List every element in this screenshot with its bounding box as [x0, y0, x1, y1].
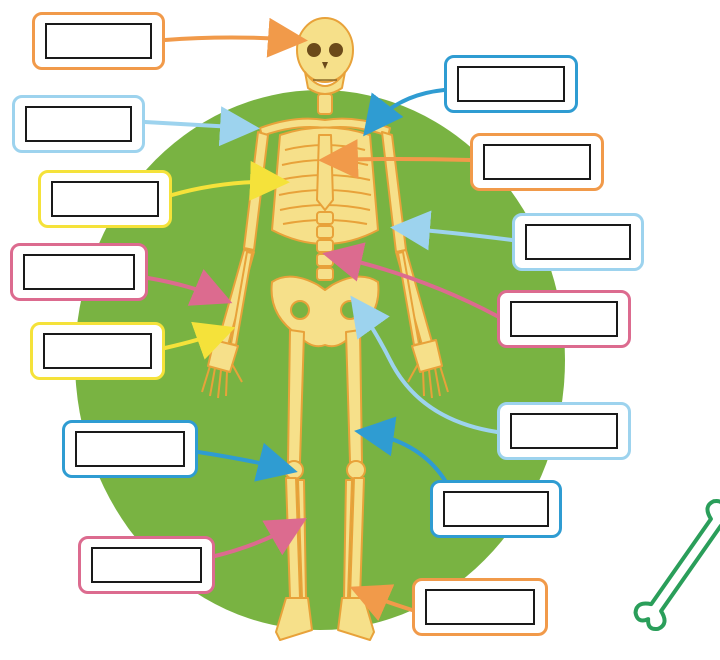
label-box-shoulder — [12, 95, 145, 153]
kneecap-bone-right — [347, 461, 365, 479]
label-input-lower-leg[interactable] — [91, 547, 202, 583]
label-input-hand[interactable] — [43, 333, 152, 369]
arrow-skull — [165, 38, 300, 41]
label-input-skull[interactable] — [45, 23, 152, 59]
label-input-spine[interactable] — [510, 301, 618, 337]
label-input-thigh[interactable] — [443, 491, 549, 527]
label-box-spine — [497, 290, 631, 348]
arrow-sternum — [326, 159, 470, 160]
label-box-skull — [32, 12, 165, 70]
label-box-collarbone — [444, 55, 578, 113]
spine-bone — [317, 212, 333, 280]
thigh-bone-right — [346, 330, 362, 462]
label-input-kneecap[interactable] — [75, 431, 185, 467]
label-input-upper-arm[interactable] — [51, 181, 159, 217]
label-box-ankle — [412, 578, 548, 636]
label-input-collarbone[interactable] — [457, 66, 565, 102]
label-box-kneecap — [62, 420, 198, 478]
label-box-thigh — [430, 480, 562, 538]
label-input-pelvis[interactable] — [510, 413, 618, 449]
label-box-forearm — [10, 243, 148, 301]
label-box-elbow — [512, 213, 644, 271]
label-box-lower-leg — [78, 536, 215, 594]
label-input-forearm[interactable] — [23, 254, 135, 290]
thigh-bone-left — [288, 330, 304, 462]
bone-icon — [632, 497, 720, 632]
label-input-sternum[interactable] — [483, 144, 591, 180]
label-input-elbow[interactable] — [525, 224, 631, 260]
skull-bone — [297, 18, 353, 94]
label-box-hand — [30, 322, 165, 380]
label-box-pelvis — [497, 402, 631, 460]
label-input-shoulder[interactable] — [25, 106, 132, 142]
label-box-sternum — [470, 133, 604, 191]
label-input-ankle[interactable] — [425, 589, 535, 625]
label-box-upper-arm — [38, 170, 172, 228]
